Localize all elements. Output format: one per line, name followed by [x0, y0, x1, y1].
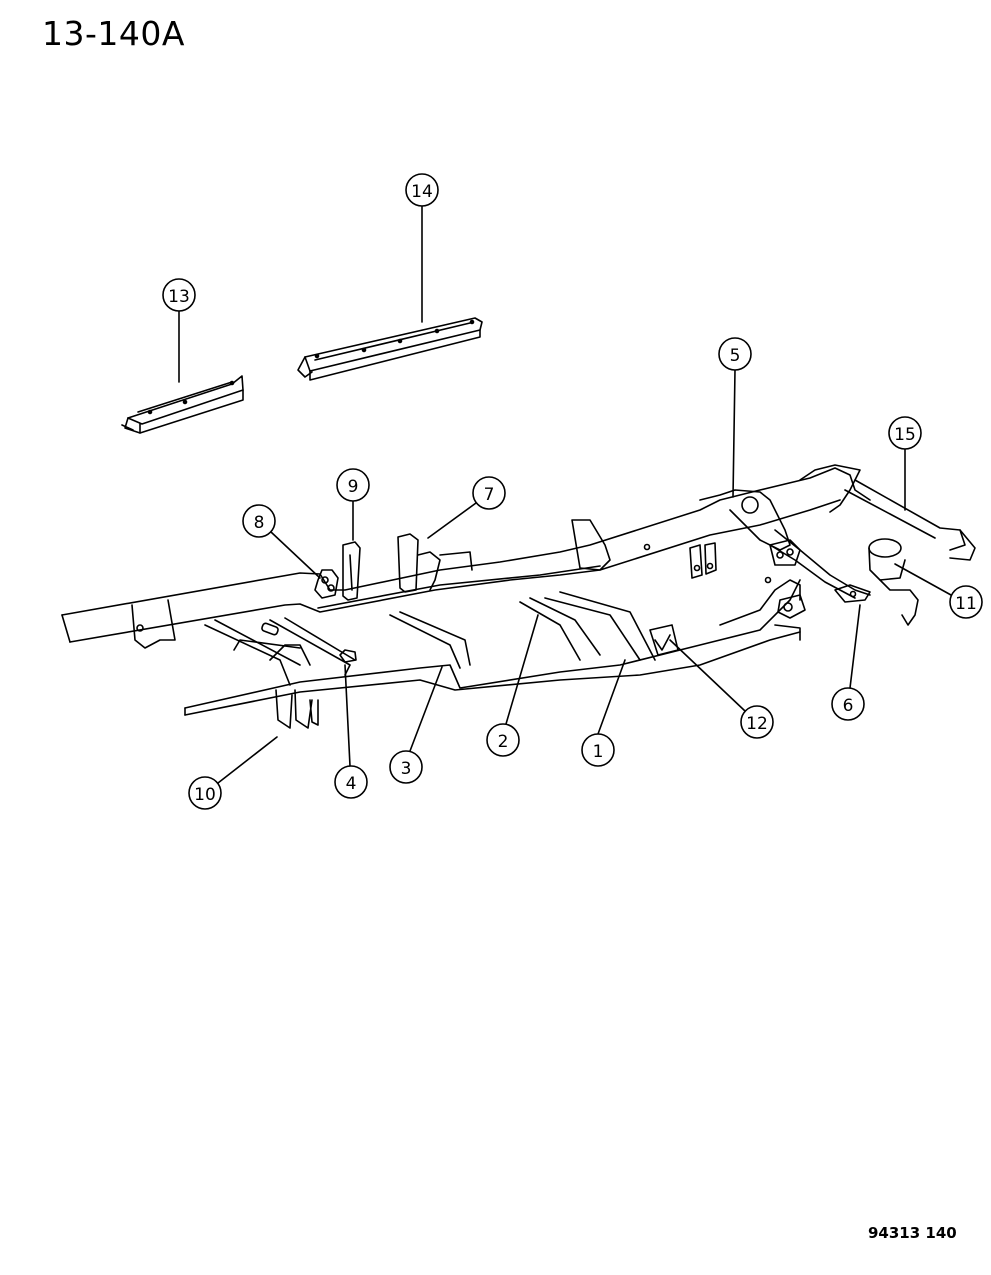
frame-rail-right: [184, 576, 801, 716]
svg-text:1: 1: [593, 742, 604, 762]
callout-2[interactable]: 2: [486, 614, 539, 757]
part-4-bracket: [339, 649, 357, 663]
svg-text:2: 2: [498, 732, 509, 752]
frame-rail-left: [61, 467, 871, 643]
part-13-short-crossmember: [121, 375, 244, 434]
callout-15[interactable]: 15: [888, 416, 922, 511]
rear-spring-hanger: [131, 599, 176, 649]
callout-1[interactable]: 1: [581, 659, 626, 767]
callout-14[interactable]: 14: [405, 173, 439, 323]
svg-text:12: 12: [746, 714, 768, 734]
callout-9[interactable]: 9: [336, 468, 370, 541]
callouts: 1 2 3 4 5 6 7: [162, 173, 983, 810]
callout-7[interactable]: 7: [427, 476, 506, 539]
callout-8[interactable]: 8: [242, 504, 321, 579]
svg-text:3: 3: [401, 759, 412, 779]
control-arm-mounts: [769, 539, 806, 619]
callout-5[interactable]: 5: [718, 337, 752, 498]
part-7-bracket: [397, 533, 473, 593]
part-6-bracket: [834, 584, 871, 603]
svg-text:4: 4: [346, 774, 357, 794]
part-9-bracket: [342, 541, 361, 601]
part-8-bracket: [314, 569, 339, 599]
svg-text:15: 15: [894, 425, 916, 445]
callout-10[interactable]: 10: [188, 736, 278, 810]
drawing-reference-number: 94313 140: [868, 1224, 957, 1242]
callout-13[interactable]: 13: [162, 278, 196, 383]
front-bracket-pair: [689, 542, 717, 579]
svg-text:8: 8: [254, 513, 265, 533]
part-11-spring-seat: [868, 538, 919, 626]
callout-3[interactable]: 3: [389, 666, 443, 784]
part-10-hanger: [275, 689, 319, 729]
frame-crossmembers: [204, 591, 656, 686]
callout-6[interactable]: 6: [831, 604, 865, 721]
svg-text:9: 9: [348, 477, 359, 497]
part-5-crossmember: [699, 489, 871, 599]
svg-text:7: 7: [484, 485, 495, 505]
svg-text:13: 13: [168, 287, 190, 307]
part-14-long-crossmember: [297, 317, 483, 381]
diagram-number: 13-140A: [42, 14, 185, 53]
svg-text:10: 10: [194, 785, 216, 805]
part-15-front-crossmember: [799, 464, 976, 561]
svg-text:5: 5: [730, 346, 741, 366]
callout-11[interactable]: 11: [894, 563, 983, 619]
part-12-mount: [649, 624, 679, 656]
callout-12[interactable]: 12: [669, 639, 774, 739]
svg-text:11: 11: [955, 594, 977, 614]
svg-text:14: 14: [411, 182, 433, 202]
callout-4[interactable]: 4: [334, 664, 368, 799]
svg-text:6: 6: [843, 696, 854, 716]
